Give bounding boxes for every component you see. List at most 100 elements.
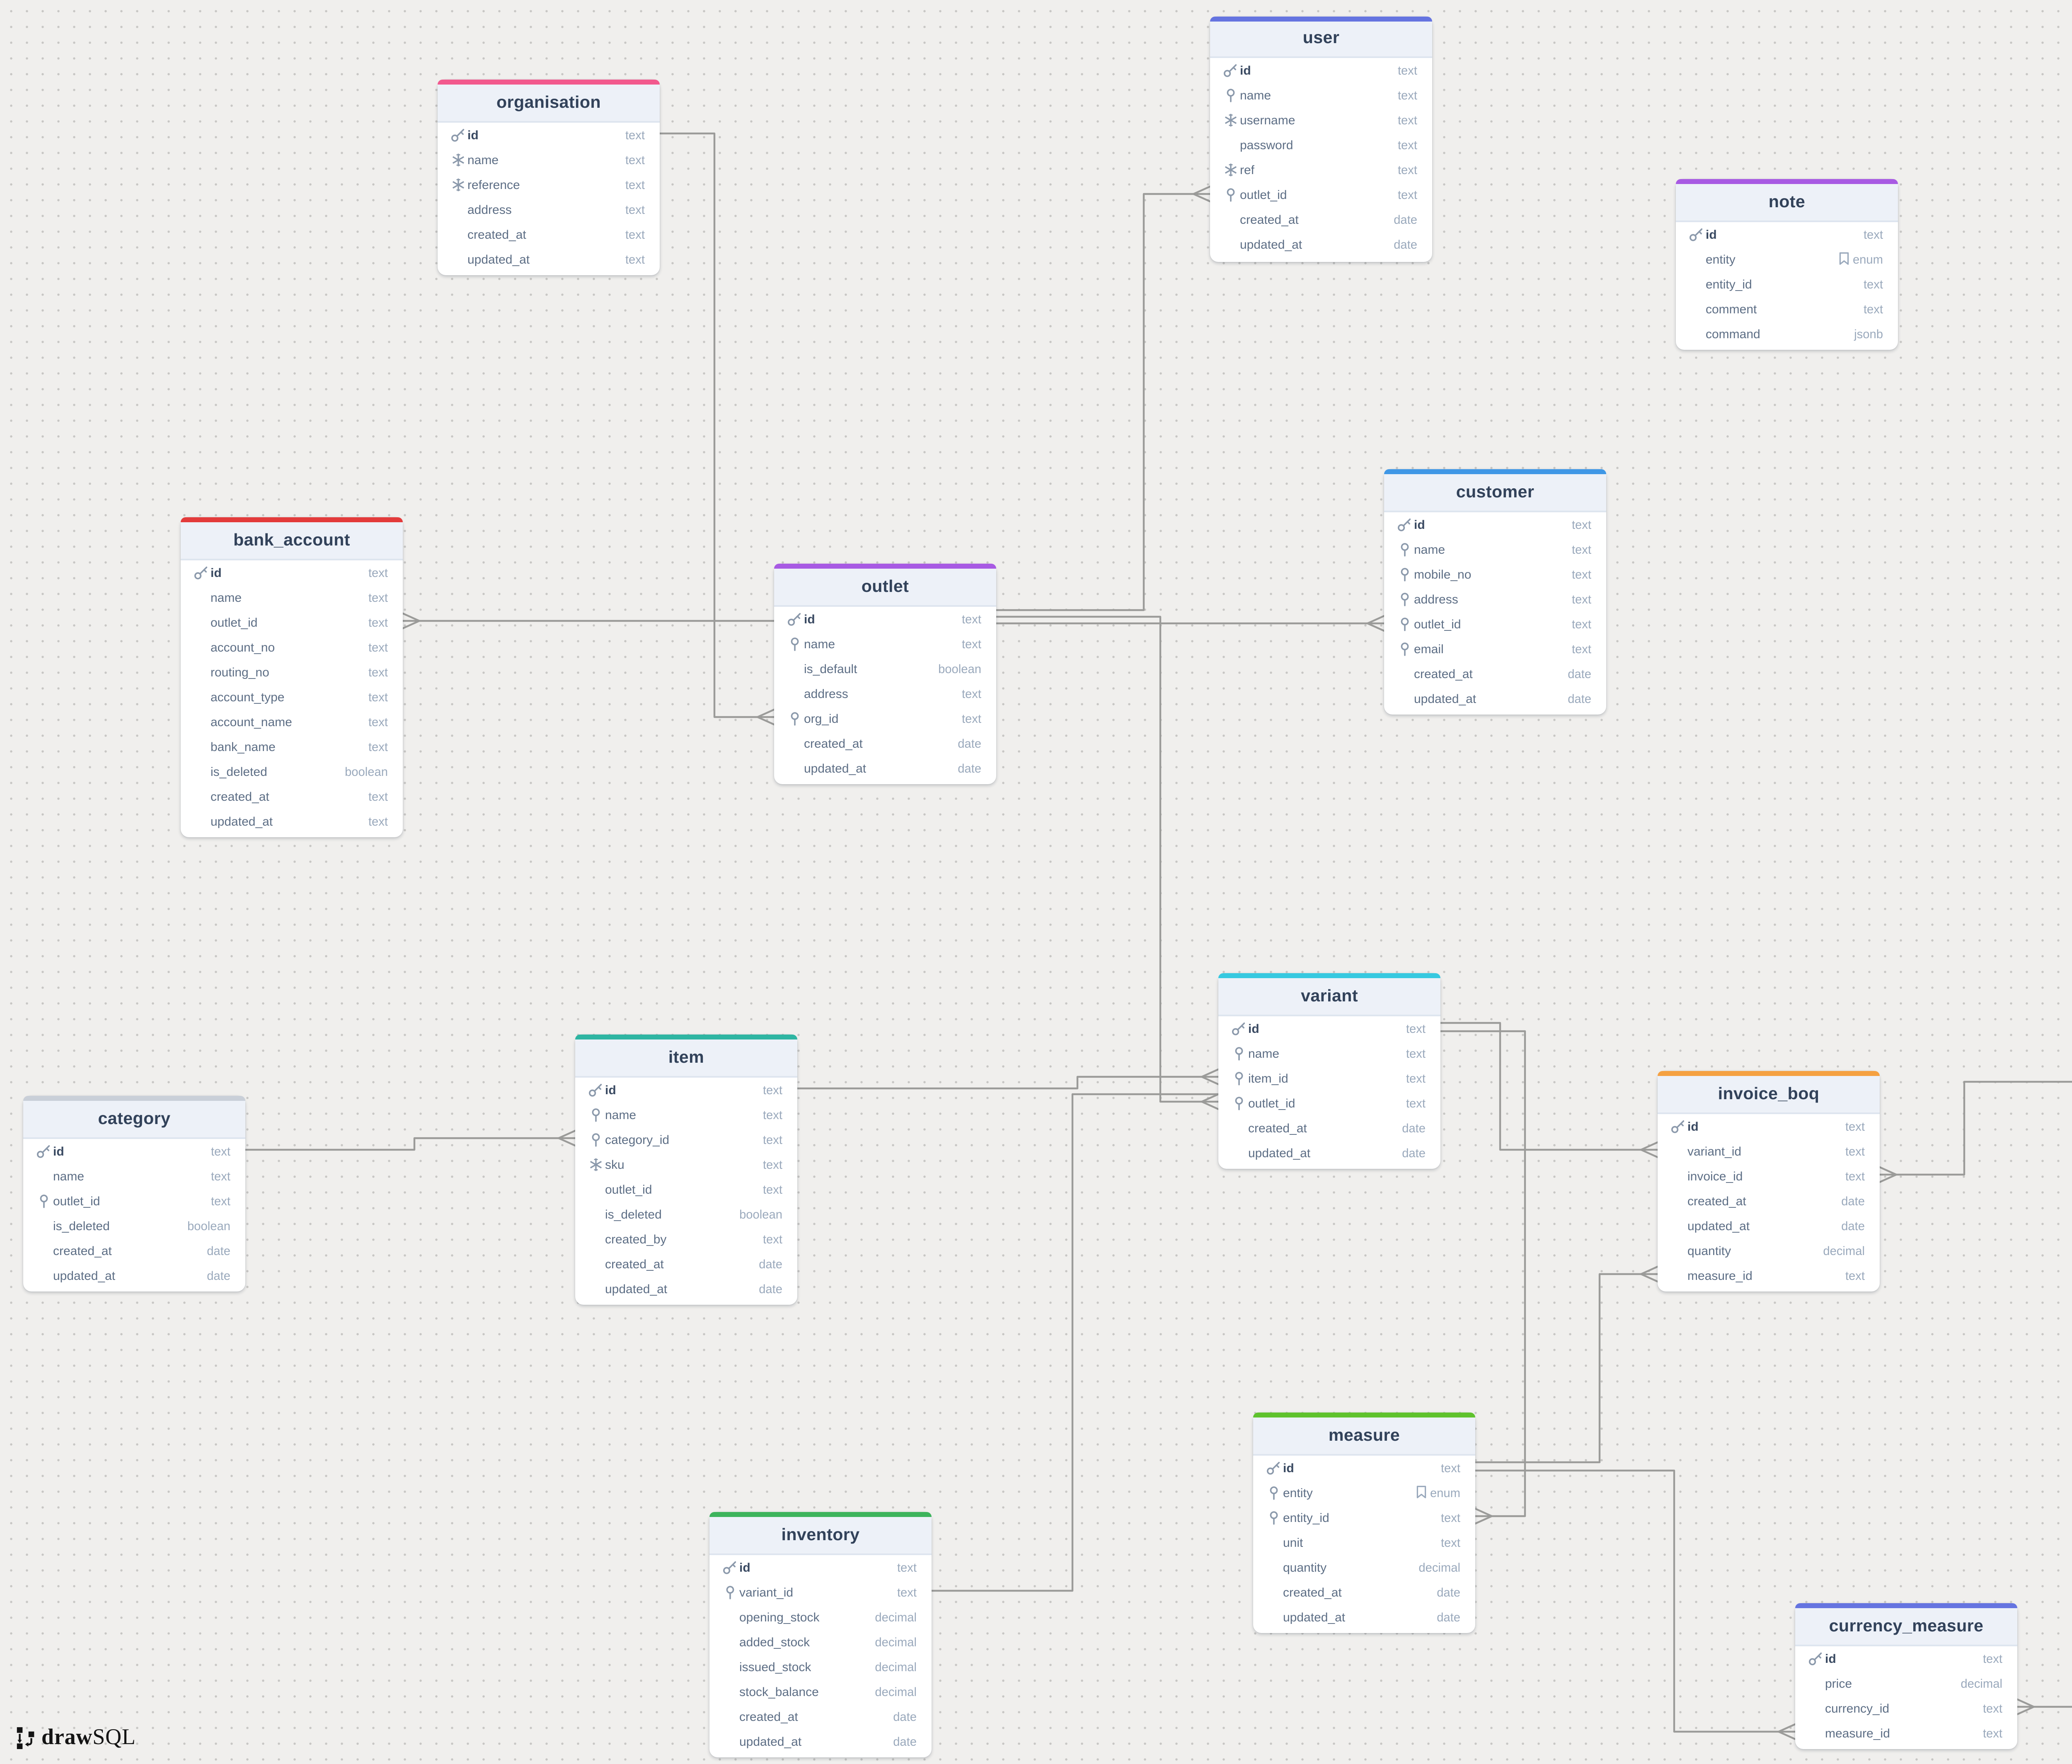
table-header[interactable]: user <box>1210 21 1432 59</box>
table-header[interactable]: inventory <box>709 1517 932 1555</box>
table-header[interactable]: variant <box>1218 978 1440 1016</box>
table-header[interactable]: customer <box>1384 474 1606 512</box>
table-header[interactable]: item <box>575 1040 797 1078</box>
table-header[interactable]: measure <box>1253 1418 1475 1456</box>
table-header[interactable]: organisation <box>438 85 660 123</box>
table-header[interactable]: currency_measure <box>1795 1608 2017 1646</box>
table-header[interactable]: invoice_boq <box>1658 1076 1880 1114</box>
table-header[interactable]: category <box>23 1101 245 1139</box>
